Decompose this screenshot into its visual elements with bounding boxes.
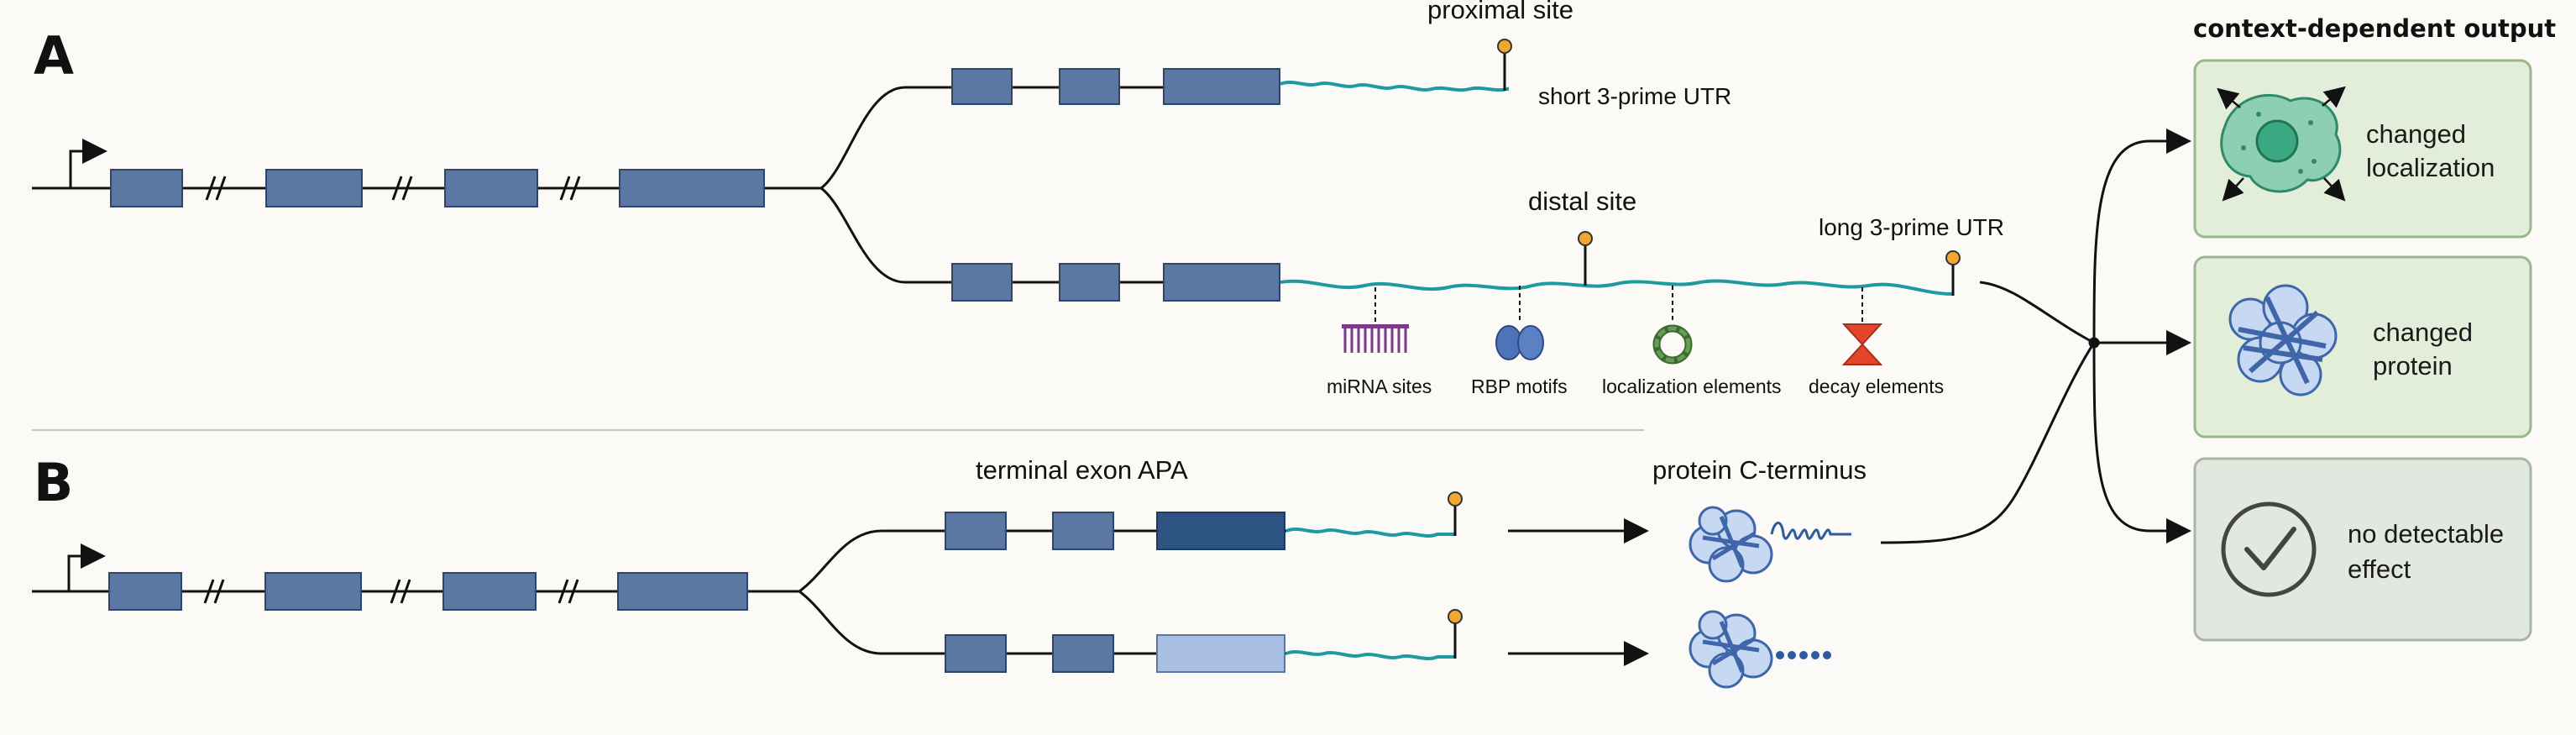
gene-b: [32, 529, 945, 655]
pa-site-icon: [1448, 609, 1463, 624]
tss-arrow-icon: [67, 543, 106, 591]
checkmark-circle-icon: [2221, 501, 2317, 597]
hourglass-icon: [1841, 323, 1883, 365]
short-isoform: proximal site short 3-prime UTR: [951, 0, 1731, 109]
exon: [1163, 68, 1280, 105]
isoform-b-lower: [945, 609, 1649, 673]
output-no-effect-line2: effect: [2348, 554, 2411, 584]
pa-site-icon: [1497, 39, 1512, 54]
exon: [1059, 263, 1120, 302]
element-label-mirna: miRNA sites: [1327, 375, 1432, 397]
exon: [1052, 634, 1114, 673]
protein-blob-icon: [2228, 284, 2338, 396]
long-isoform: distal site long 3-prime UTR: [951, 186, 2004, 302]
exon: [442, 572, 537, 611]
exon: [108, 572, 182, 611]
intron-break-icon: [203, 579, 225, 604]
exon: [945, 634, 1007, 673]
output-box-no-effect: no detectable effect: [2193, 457, 2532, 642]
panel-label-b: B: [34, 452, 73, 513]
intron-break-icon: [390, 579, 411, 604]
element-label-decay: decay elements: [1809, 375, 1944, 397]
output-no-effect-line1: no detectable: [2348, 519, 2504, 549]
exon: [110, 169, 183, 207]
rbp-dimer-icon: [1495, 325, 1544, 360]
output-box-protein: changed protein: [2193, 255, 2532, 438]
exon: [619, 169, 765, 207]
cell-icon: [2217, 86, 2346, 202]
comb-icon: [1342, 324, 1409, 353]
output-protein-line2: protein: [2373, 351, 2453, 381]
intron-break-icon: [391, 176, 413, 201]
exon: [945, 512, 1007, 550]
output-localization-line2: localization: [2366, 153, 2495, 182]
element-label-localization: localization elements: [1602, 375, 1782, 397]
exon: [1163, 263, 1280, 302]
exon: [1059, 68, 1120, 105]
terminal-exon-light: [1156, 634, 1285, 673]
terminal-exon-label: terminal exon APA: [976, 455, 1188, 485]
protein-truncated-tail-icon: [1689, 610, 1831, 689]
gene-a: [32, 86, 952, 284]
pa-site-icon: [1945, 250, 1961, 265]
isoform-b-upper: [945, 491, 1649, 550]
output-protein-line1: changed: [2373, 318, 2473, 347]
intron-break-icon: [205, 176, 227, 201]
intron-break-icon: [559, 176, 581, 201]
exon: [617, 572, 748, 611]
ring-icon: [1652, 324, 1693, 365]
short-utr-label: short 3-prime UTR: [1538, 83, 1731, 109]
protein-c-terminus-label: protein C-terminus: [1652, 455, 1867, 485]
pa-site-icon: [1448, 491, 1463, 507]
regulatory-elements: miRNA sites RBP motifs localization elem…: [1327, 286, 1944, 397]
long-utr: [1280, 279, 1953, 296]
exon: [951, 263, 1013, 302]
outputs-title: context-dependent output: [2193, 14, 2556, 43]
panel-label-a: A: [34, 25, 74, 87]
terminal-exon-dark: [1156, 512, 1285, 550]
protein-helix-tail-icon: [1689, 506, 1851, 583]
distal-site-label: distal site: [1528, 186, 1636, 216]
output-box-localization: changed localization: [2193, 59, 2532, 239]
exon: [444, 169, 538, 207]
exon: [951, 68, 1013, 105]
output-localization-line1: changed: [2366, 119, 2466, 149]
proximal-site-label: proximal site: [1427, 0, 1573, 24]
convergence-lines: [1880, 129, 2191, 544]
short-utr: [1280, 81, 1509, 92]
exon: [265, 169, 363, 207]
exon: [264, 572, 362, 611]
exon: [1052, 512, 1114, 550]
element-label-rbp: RBP motifs: [1471, 375, 1568, 397]
long-utr-label: long 3-prime UTR: [1819, 214, 2004, 240]
intron-break-icon: [558, 579, 579, 604]
tss-arrow-icon: [69, 139, 107, 188]
pa-site-icon: [1578, 231, 1593, 246]
